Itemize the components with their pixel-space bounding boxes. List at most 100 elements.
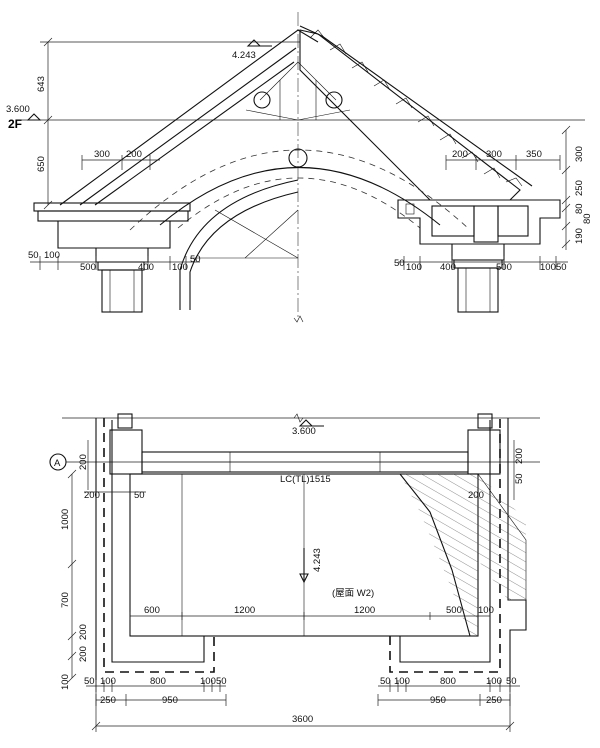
right-vertical-ticks (561, 125, 571, 249)
dim-r-400: 400 (440, 262, 456, 273)
dim-100-ls: 200 (78, 624, 89, 640)
right-cornice-outline (397, 199, 561, 245)
plan-inner-ticks (129, 612, 491, 620)
beam-label: LC(TL)1515 (280, 474, 331, 485)
right-beam-section-1 (431, 205, 475, 237)
truss-boss-left (253, 91, 271, 109)
dim-r-50b: 50 (556, 262, 567, 273)
arch-solid (159, 167, 441, 226)
dim-br-50b: 50 (506, 676, 517, 687)
dim-bl-250: 250 (100, 695, 116, 706)
dim-bl-100b: 100 (200, 676, 216, 687)
right-roof-section-hatched (299, 29, 521, 201)
dim-650: 650 (36, 156, 47, 172)
left-capital (95, 248, 149, 263)
left-bottom-ticks (39, 256, 187, 270)
plan-left-ticks (67, 469, 77, 683)
slope-label: 4.243 (312, 548, 323, 572)
dim-100-inner: 100 (478, 605, 494, 616)
roof-plan: A 4.243 LC(TL)1515 (屋面 W2) 3.600 (49, 413, 540, 732)
truss-collar (245, 109, 351, 121)
ridge-elevation-mark (246, 39, 272, 47)
right-bottom-ticks (403, 256, 557, 270)
truss-boss-right (325, 91, 343, 109)
dim-1000: 1000 (60, 509, 71, 530)
right-post-section (473, 205, 499, 243)
dim-50-ls: 100 (60, 674, 71, 690)
left-frieze (57, 221, 171, 249)
dim-300-left: 300 (94, 149, 110, 160)
left-roof-slope-outer (59, 29, 319, 206)
floor-elevation-mark (26, 113, 42, 121)
dim-total-3600: 3600 (292, 714, 313, 725)
hip-slant-area (400, 474, 478, 636)
dim-200-ls1: 200 (78, 454, 89, 470)
dim-50-lh: 50 (134, 490, 145, 501)
dim-bl-50b: 50 (216, 676, 227, 687)
dim-r-50: 50 (394, 258, 405, 269)
dim-br-100: 100 (394, 676, 410, 687)
slope-arrow-head (299, 573, 309, 584)
dim-190-rv: 190 (574, 228, 585, 244)
right-column-section (467, 429, 501, 475)
left-roof-slope-inner2 (94, 61, 295, 206)
dim-1200-a: 1200 (234, 605, 255, 616)
dim-l-100b: 100 (172, 262, 188, 273)
dim-bl-950: 950 (162, 695, 178, 706)
dim-r-100b: 100 (540, 262, 556, 273)
dim-80b-rv: 80 (582, 213, 593, 224)
dim-br-100b: 100 (486, 676, 502, 687)
dim-50-rs: 50 (514, 473, 525, 484)
dim-200-rs1: 200 (514, 448, 525, 464)
dim-bl-100: 100 (100, 676, 116, 687)
dim-l-100: 100 (44, 250, 60, 261)
dim-250-rv: 250 (574, 180, 585, 196)
right-capital-band (453, 259, 503, 269)
right-beam-section-2 (497, 205, 529, 237)
bracket-arc-left-inner (189, 191, 299, 310)
right-projection-hatch (478, 474, 526, 600)
plan-elevation-mark (298, 419, 324, 427)
roof-elevation-section: 4.243 3.600 2F 643 650 300 200 200 300 3… (6, 12, 593, 323)
dim-80-rv: 80 (574, 203, 585, 214)
dim-600: 600 (144, 605, 160, 616)
dim-300-rv: 300 (574, 146, 585, 162)
dim-l-400: 400 (138, 262, 154, 273)
floor-elevation-text: 3.600 (6, 104, 30, 115)
truss-posts (279, 80, 317, 120)
dim-br-950: 950 (430, 695, 446, 706)
dim-500: 500 (446, 605, 462, 616)
dim-1200-b: 1200 (354, 605, 375, 616)
dim-200-lh: 200 (84, 490, 100, 501)
plan-break-mark (293, 413, 304, 423)
left-cornice-mid (37, 210, 189, 222)
left-roof-slope-inner (79, 47, 297, 206)
dim-l-500: 500 (80, 262, 96, 273)
dim-l-50b: 50 (190, 254, 201, 265)
grid-axis-label: A (54, 458, 61, 469)
left-top-dim-ticks (81, 155, 151, 170)
right-top-dim-ticks (445, 155, 561, 170)
left-cornice-top (33, 202, 191, 212)
ridge-elevation-text: 4.243 (232, 50, 256, 61)
dim-643: 643 (36, 76, 47, 92)
dim-200-left: 200 (126, 149, 142, 160)
left-vertical-ticks (43, 37, 53, 210)
dim-200-right: 200 (452, 149, 468, 160)
dim-350-right: 350 (526, 149, 542, 160)
dim-br-250: 250 (486, 695, 502, 706)
bracket-struts (214, 209, 299, 259)
dim-200-rs2: 200 (468, 490, 484, 501)
dim-300-right: 300 (486, 149, 502, 160)
left-column (101, 269, 143, 313)
dim-r-500: 500 (496, 262, 512, 273)
right-roof-top-line (299, 25, 533, 187)
dim-bl-800: 800 (150, 676, 166, 687)
dim-200-ls2: 200 (78, 646, 89, 662)
roof-tiles (309, 29, 523, 187)
left-column-section (109, 429, 143, 475)
roof-label: (屋面 W2) (332, 588, 374, 599)
arch-dashed-inner (177, 177, 421, 229)
hip-line (399, 473, 471, 637)
